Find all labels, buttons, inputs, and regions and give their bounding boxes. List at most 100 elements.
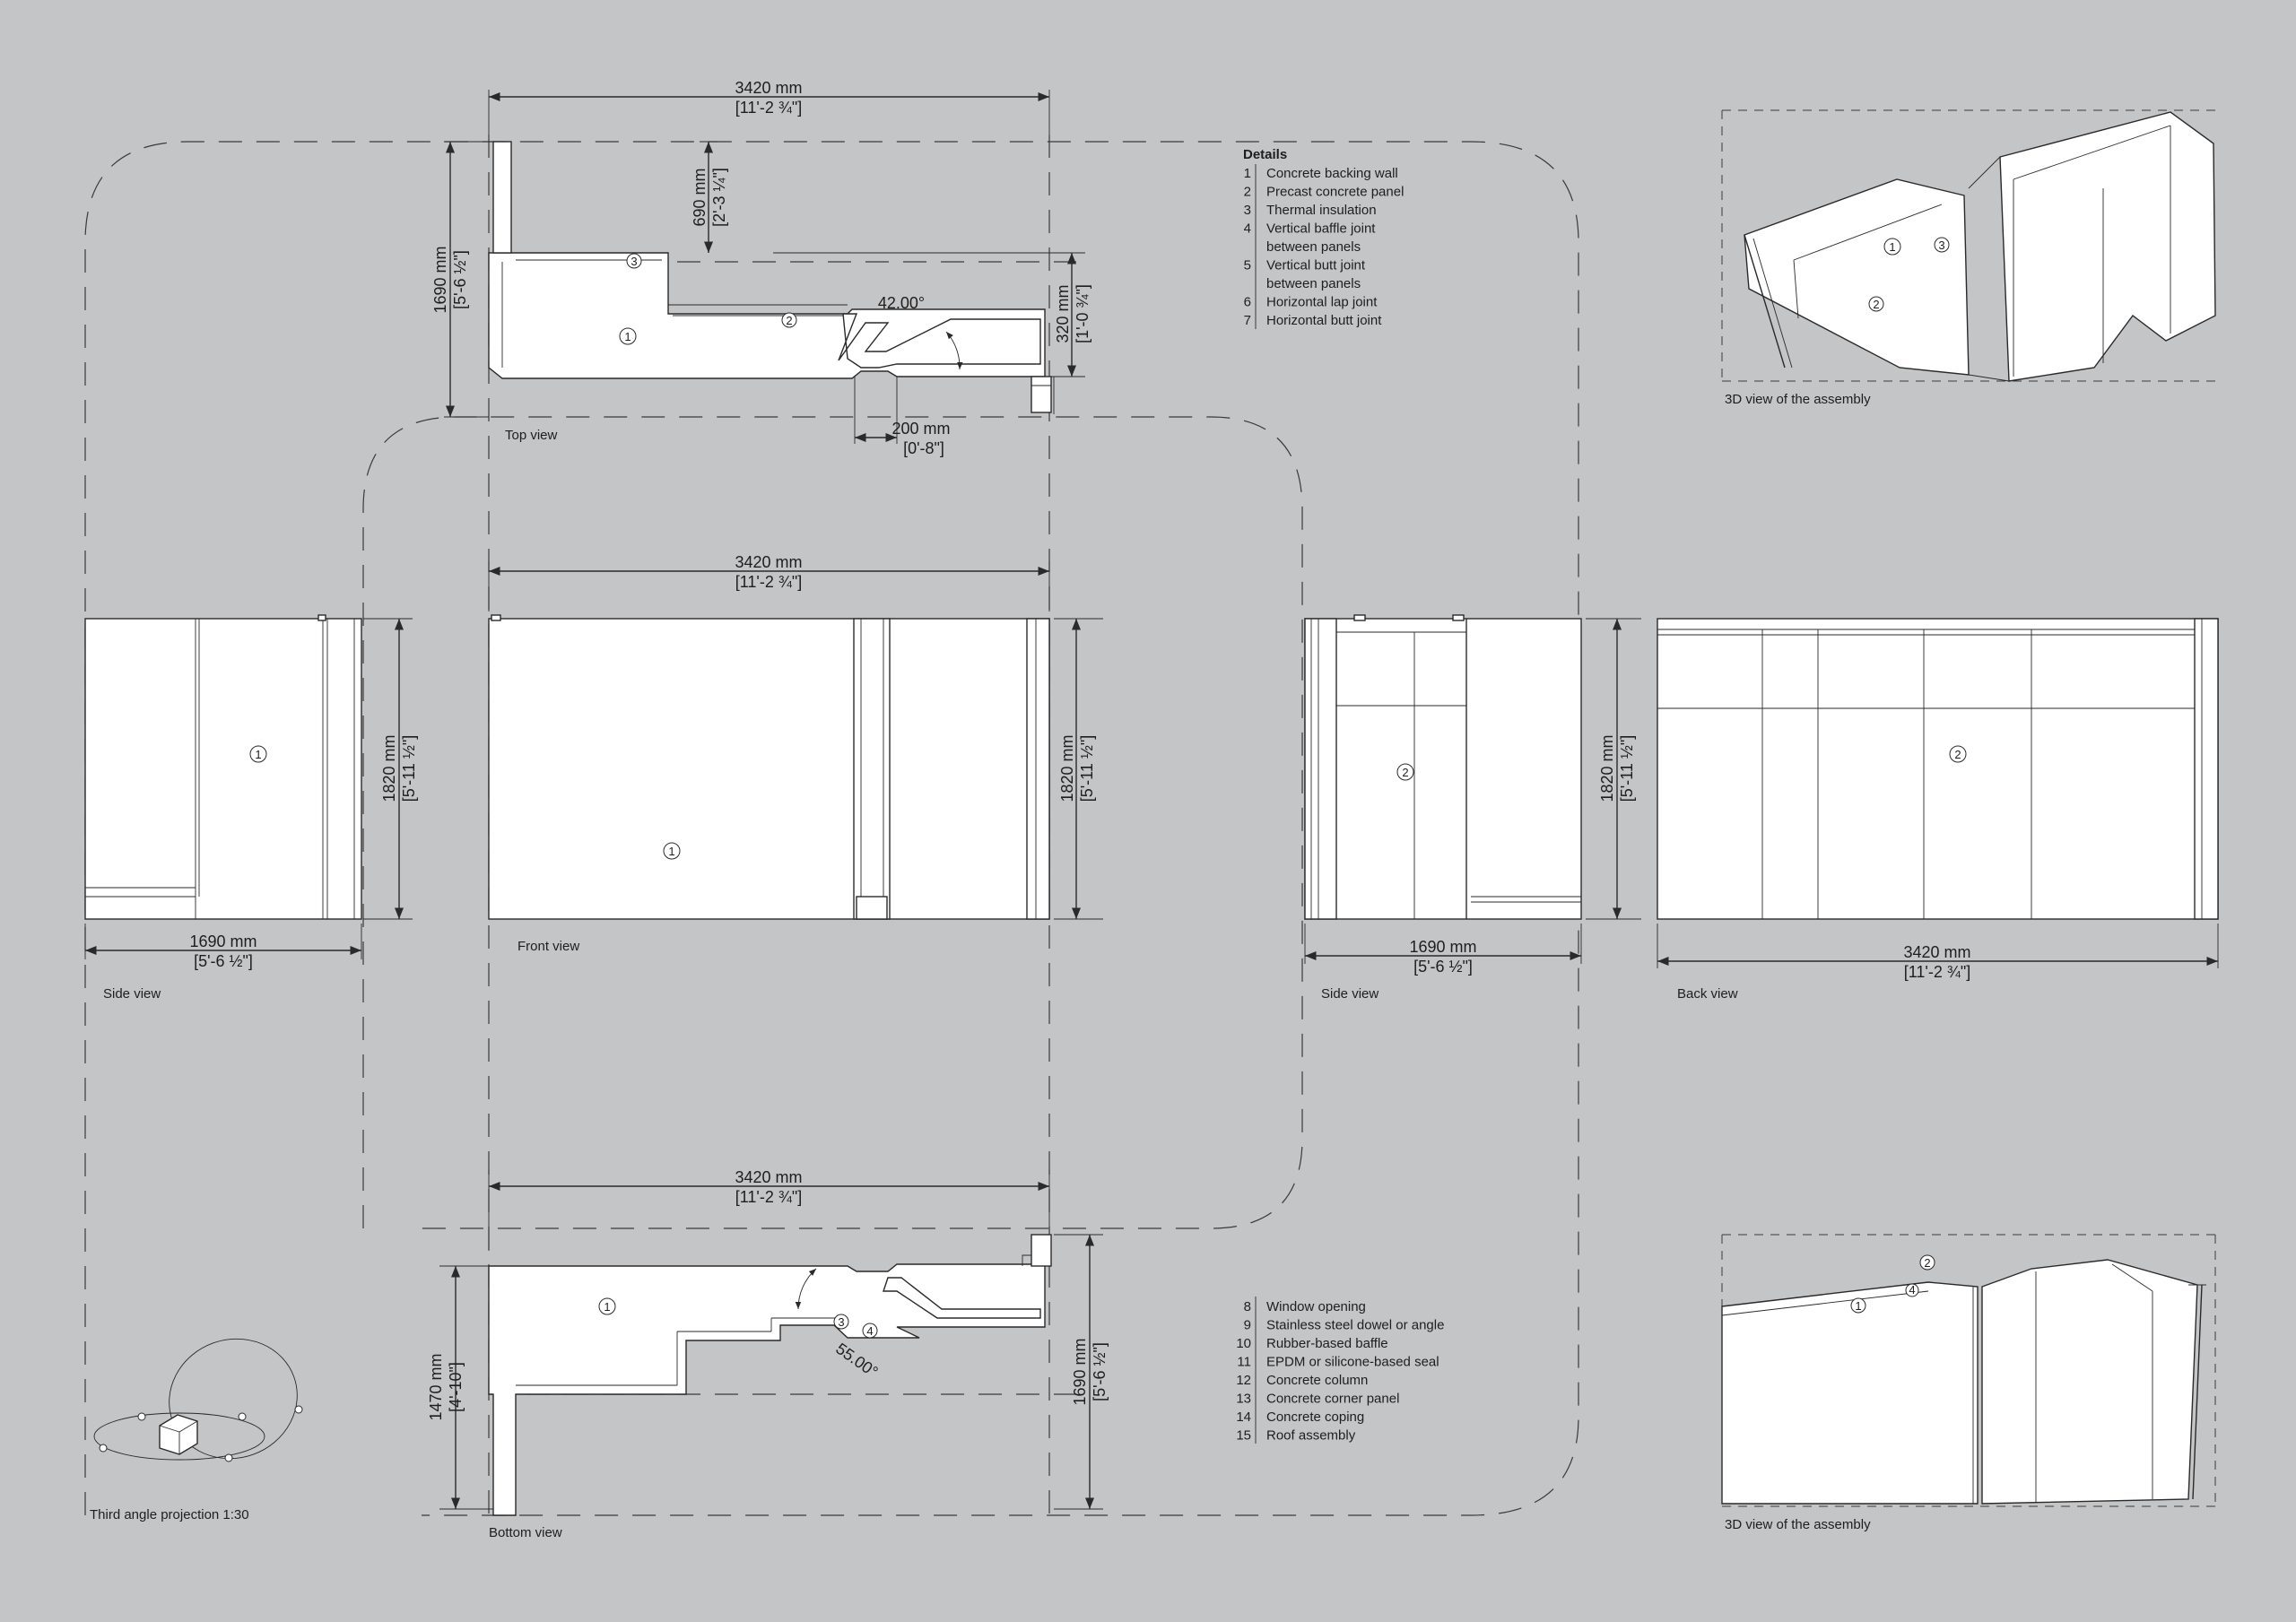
legend-number: 1	[1244, 166, 1251, 181]
svg-text:1: 1	[1889, 240, 1895, 254]
front-view-caption: Front view	[517, 939, 579, 954]
top-gap-imperial: [0'-8"]	[903, 439, 944, 457]
side-view-left: 1 1820 mm [5'-11 ½"] 1690 mm [5'-6 ½"] S…	[84, 614, 418, 1002]
legend-item-text: Concrete column	[1266, 1373, 1368, 1388]
svg-text:2: 2	[1954, 748, 1961, 761]
top-gap-dim: 200 mm	[891, 420, 950, 438]
side-view-left-caption: Side view	[103, 986, 161, 1002]
legend-item-text: Precast concrete panel	[1266, 185, 1404, 200]
legend-number: 4	[1244, 221, 1251, 237]
back-height-dim: 1820 mm	[1598, 734, 1616, 802]
legend-item-text: Concrete coping	[1266, 1409, 1364, 1425]
top-width-dim: 3420 mm	[735, 79, 802, 97]
svg-text:3: 3	[1938, 239, 1944, 252]
side-right-width-dim: 1690 mm	[1409, 938, 1476, 956]
legend-item-text: Thermal insulation	[1266, 203, 1377, 218]
front-width-imperial: [11'-2 ¾"]	[735, 573, 803, 591]
bottom-angle-label: 55.00°	[832, 1340, 881, 1381]
bottom-view-marker-4: 4	[862, 1323, 878, 1339]
legend-item-text: between panels	[1266, 239, 1361, 255]
view-3d-bottom-marker-2: 2	[1919, 1254, 1935, 1271]
view-3d-bottom: 1 2 4 3D view of the assembly	[1721, 1254, 2206, 1532]
bottom-width-imperial: [11'-2 ¾"]	[735, 1188, 803, 1206]
bottom-right-dim: 1690 mm	[1071, 1338, 1089, 1405]
top-angle-label: 42.00°	[878, 294, 925, 312]
svg-text:2: 2	[786, 314, 792, 327]
bottom-view-caption: Bottom view	[489, 1525, 562, 1540]
legend-item-text: Rubber-based baffle	[1266, 1336, 1388, 1351]
legend-number: 6	[1244, 295, 1251, 310]
top-view-marker-3: 3	[626, 253, 642, 269]
bottom-view-marker-1: 1	[598, 1297, 616, 1315]
legend-item-text: Horizontal lap joint	[1266, 295, 1378, 310]
top-step-imperial: [2'-3 ¼"]	[710, 168, 728, 227]
view-3d-top-marker-1: 1	[1883, 238, 1901, 256]
svg-text:2: 2	[1873, 298, 1879, 311]
side-view-right-caption: Side view	[1321, 986, 1378, 1002]
view-3d-bottom-caption: 3D view of the assembly	[1725, 1517, 1871, 1532]
legend-item-text: Concrete corner panel	[1266, 1392, 1399, 1407]
legend-number: 7	[1244, 313, 1251, 328]
bottom-width-dim: 3420 mm	[735, 1168, 802, 1186]
svg-text:1: 1	[255, 748, 261, 761]
svg-text:4: 4	[866, 1324, 873, 1338]
back-view-marker-2: 2	[1949, 745, 1967, 763]
legend-number: 9	[1244, 1318, 1251, 1333]
svg-text:2: 2	[1924, 1256, 1930, 1270]
top-step-dim: 690 mm	[691, 168, 709, 226]
view-3d-top-caption: 3D view of the assembly	[1725, 392, 1871, 407]
legend-item-text: Vertical butt joint	[1266, 258, 1366, 273]
svg-text:1: 1	[1855, 1299, 1861, 1313]
legend-number: 14	[1236, 1409, 1251, 1425]
side-left-width-dim: 1690 mm	[189, 932, 257, 950]
legend-item-text: Stainless steel dowel or angle	[1266, 1318, 1444, 1333]
view-3d-top: 1 3 2 3D view of the assembly	[1725, 111, 2216, 407]
details-title: Details	[1243, 147, 1287, 162]
top-width-imperial: [11'-2 ¾"]	[735, 99, 803, 117]
svg-text:1: 1	[604, 1300, 610, 1314]
details-legend: Details 1 Concrete backing wall 2 Precast c…	[1236, 147, 1444, 1444]
back-width-dim: 3420 mm	[1903, 943, 1970, 961]
side-left-width-imperial: [5'-6 ½"]	[194, 952, 253, 970]
front-view-marker-1: 1	[663, 842, 681, 860]
top-right-imperial: [1'-0 ¾"]	[1074, 284, 1091, 343]
projection-symbol: Third angle projection 1:30	[90, 1338, 303, 1522]
legend-number: 12	[1236, 1373, 1251, 1388]
legend-number: 8	[1244, 1299, 1251, 1314]
legend-number: 3	[1244, 203, 1251, 218]
front-view: 1 3420 mm [11'-2 ¾"] 1820 mm [5'-11 ½"] …	[488, 553, 1103, 954]
top-view-caption: Top view	[505, 428, 558, 443]
top-depth-dim: 1690 mm	[431, 246, 449, 313]
view-3d-top-marker-2: 2	[1868, 296, 1884, 312]
top-view-dimensions: 3420 mm [11'-2 ¾"] 1690 mm [5'-6 ½"] 690…	[431, 79, 1091, 457]
legend-item-text: Concrete backing wall	[1266, 166, 1398, 181]
top-right-dim: 320 mm	[1054, 284, 1072, 343]
legend-number: 15	[1236, 1428, 1251, 1444]
view-3d-top-marker-3: 3	[1934, 237, 1950, 253]
svg-text:2: 2	[1402, 766, 1408, 779]
legend-item-text: Horizontal butt joint	[1266, 313, 1382, 328]
legend-item-text: Roof assembly	[1266, 1428, 1356, 1444]
legend-item-text: between panels	[1266, 276, 1361, 291]
side-view-right: 2 1690 mm [5'-6 ½"] Side view 1820 mm [5…	[1304, 614, 1641, 1002]
back-height-imperial: [5'-11 ½"]	[1618, 735, 1636, 802]
side-left-height-imperial: [5'-11 ½"]	[400, 735, 418, 802]
side-right-width-imperial: [5'-6 ½"]	[1413, 958, 1473, 976]
side-left-height-dim: 1820 mm	[380, 734, 398, 802]
front-height-imperial: [5'-11 ½"]	[1078, 735, 1096, 802]
side-left-marker-1: 1	[249, 745, 267, 763]
view-3d-bottom-marker-4: 4	[1905, 1283, 1919, 1297]
front-width-dim: 3420 mm	[735, 553, 802, 571]
legend-number: 10	[1236, 1336, 1251, 1351]
front-height-dim: 1820 mm	[1058, 734, 1076, 802]
top-view-marker-2: 2	[781, 312, 797, 328]
bottom-view: 1 3 4 55.00° 3420 mm [11'-2 ¾"] 1470 mm …	[427, 1168, 1109, 1540]
back-view-caption: Back view	[1677, 986, 1738, 1002]
projection-caption: Third angle projection 1:30	[90, 1507, 249, 1522]
svg-text:1: 1	[668, 845, 674, 858]
bottom-left-dim: 1470 mm	[427, 1353, 445, 1420]
svg-text:3: 3	[631, 255, 637, 268]
legend-item-text: Vertical baffle joint	[1266, 221, 1376, 237]
